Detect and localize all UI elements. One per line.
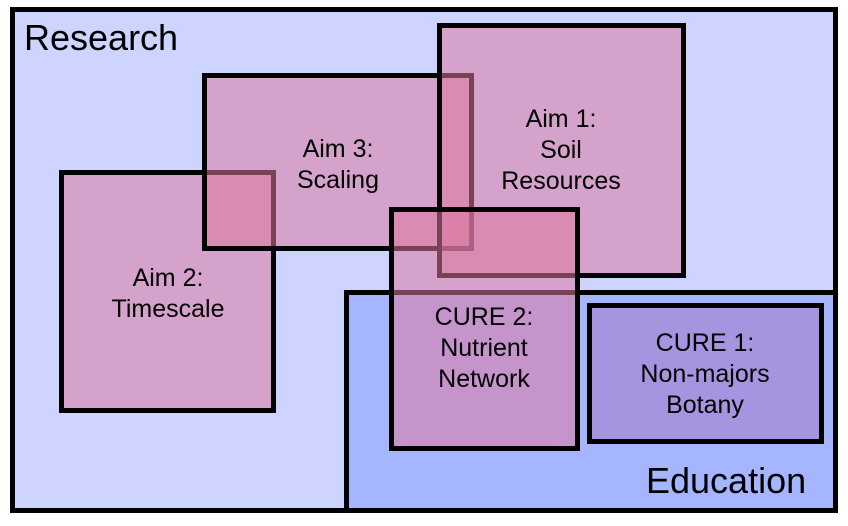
aim-1-label: Aim 1: Soil Resources xyxy=(493,104,629,197)
aim-2-title: Aim 2: xyxy=(132,264,204,292)
aim-1-title: Aim 1: xyxy=(525,105,597,133)
cure-2-line-3: Network xyxy=(438,365,530,393)
cure-1-box xyxy=(587,303,824,444)
aim-1-line-3: Resources xyxy=(501,167,621,195)
cure-1-title: CURE 1: xyxy=(655,329,755,357)
cure-2-label: CURE 2: Nutrient Network xyxy=(414,302,554,395)
aim-2-label: Aim 2: Timescale xyxy=(94,263,242,325)
cure-2-line-2: Nutrient xyxy=(440,334,528,362)
education-label: Education xyxy=(646,460,807,501)
cure-1-line-2: Non-majors xyxy=(640,360,770,388)
cure-2-title: CURE 2: xyxy=(434,303,534,331)
aim-3-title: Aim 3: xyxy=(302,135,374,163)
cure-1-label: CURE 1: Non-majors Botany xyxy=(625,328,785,421)
aim-3-label: Aim 3: Scaling xyxy=(275,134,401,196)
research-label: Research xyxy=(24,17,179,58)
cure-1-line-3: Botany xyxy=(666,391,744,419)
aim-1-line-2: Soil xyxy=(540,136,582,164)
aim-3-line-2: Scaling xyxy=(297,166,379,194)
aim-2-line-2: Timescale xyxy=(111,295,225,323)
cure-2-box xyxy=(389,207,580,451)
